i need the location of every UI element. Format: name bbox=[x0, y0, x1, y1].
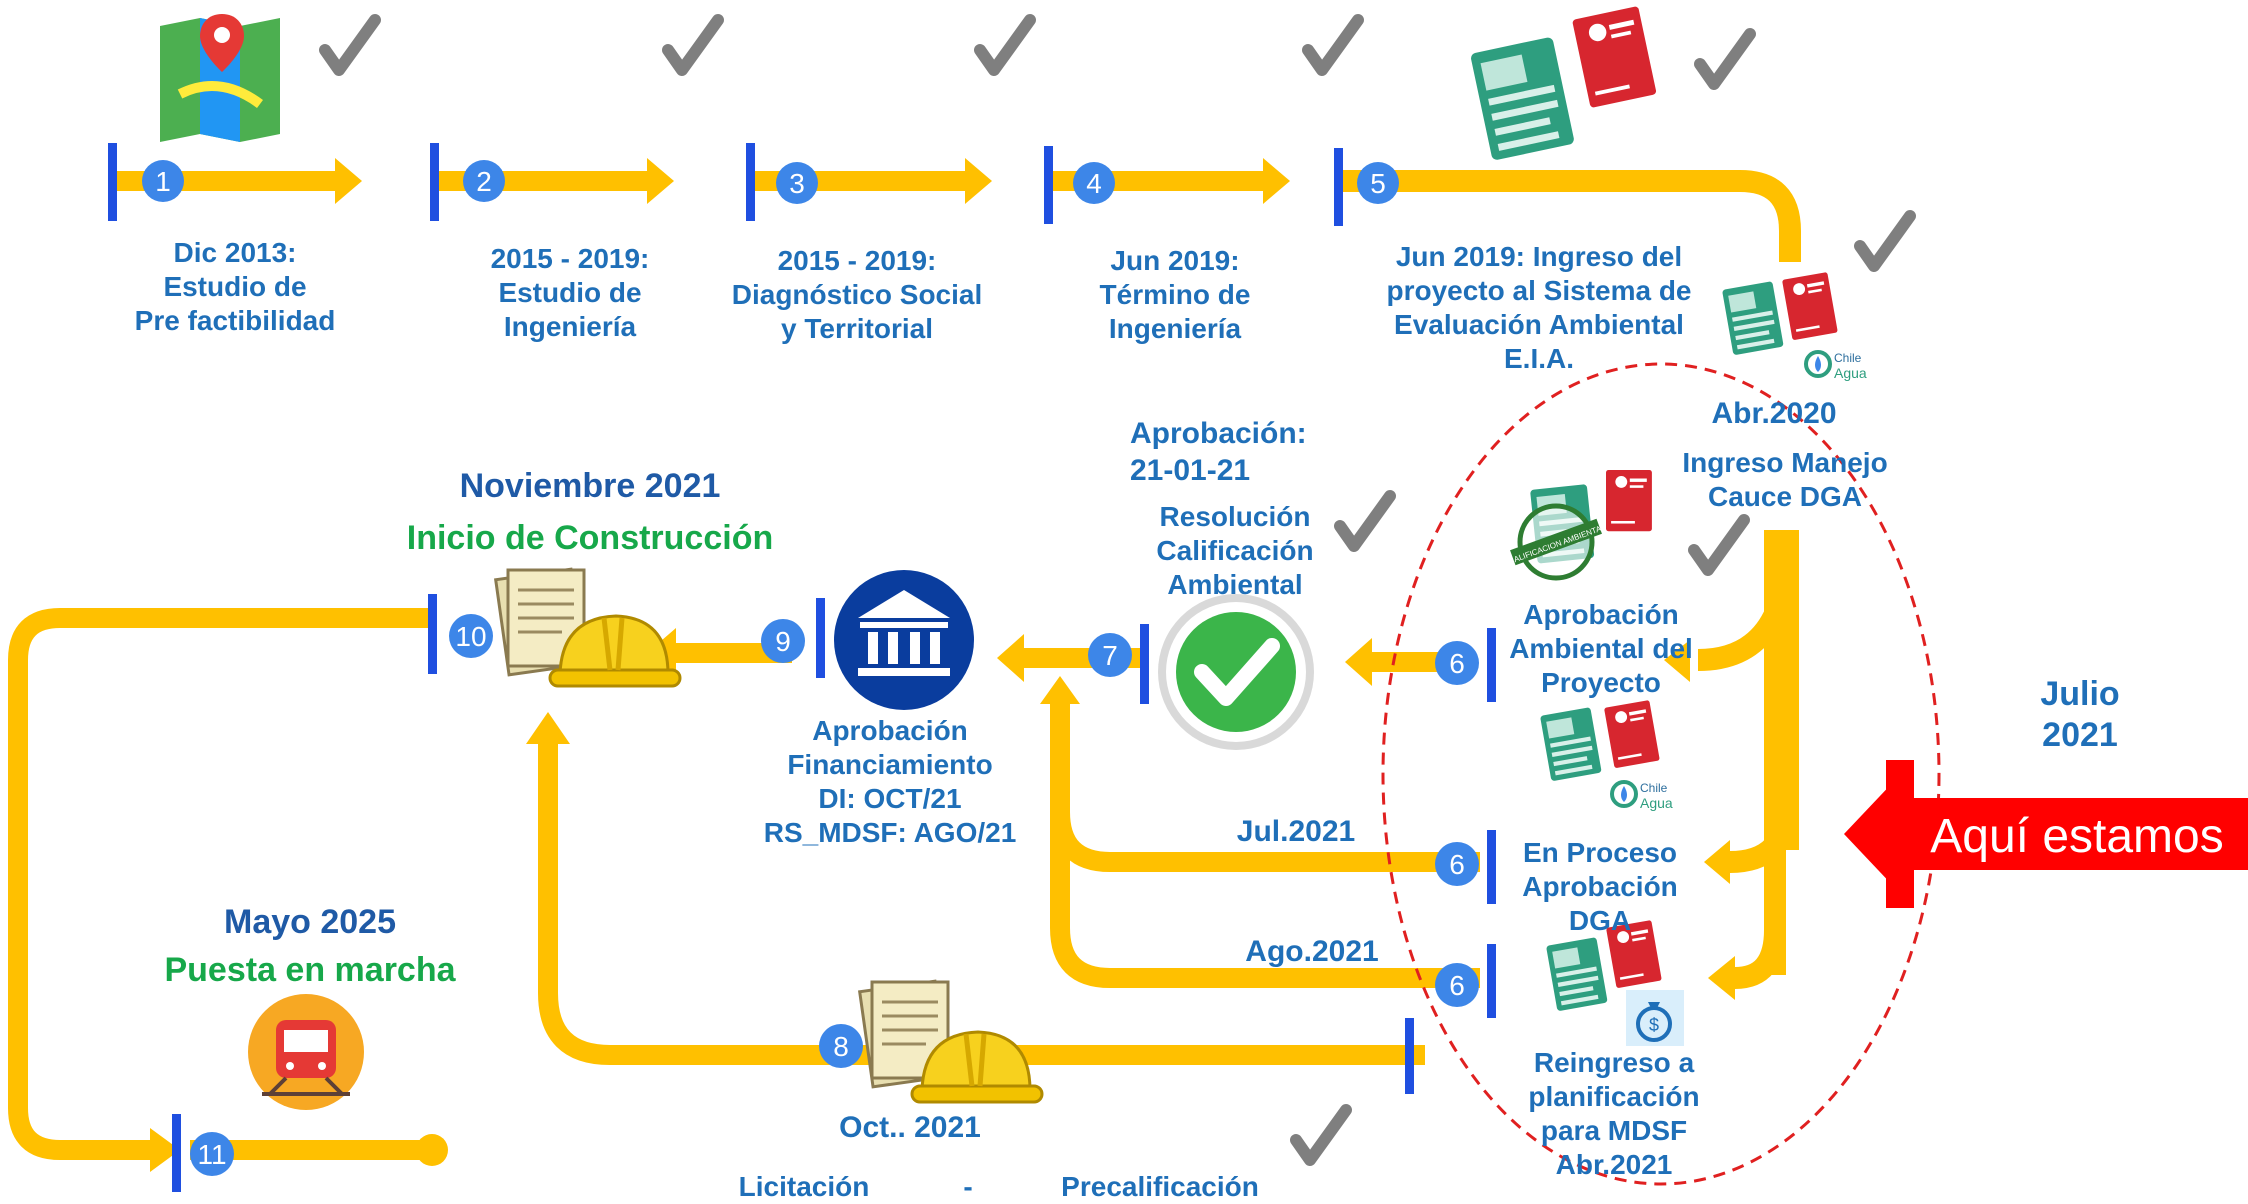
chile-agua-logo-text: Agua bbox=[1640, 795, 1673, 811]
environmental-approval-icon: CALIFICACION AMBIENTAL bbox=[1507, 470, 1652, 581]
jul-ago-loops bbox=[8, 608, 1480, 1160]
train-icon bbox=[248, 994, 364, 1110]
mdsf-documents-icon: $ bbox=[1546, 920, 1684, 1046]
right-branches bbox=[1664, 530, 1799, 1000]
loop-arrowheads bbox=[150, 676, 1080, 1172]
badge-4-text: 4 bbox=[1086, 168, 1102, 199]
badge-8-text: 8 bbox=[833, 1031, 849, 1062]
tender-icon bbox=[858, 979, 1042, 1102]
bank-icon bbox=[834, 570, 974, 710]
badge-1-text: 1 bbox=[155, 166, 171, 197]
badge-9 bbox=[761, 619, 805, 663]
badge-11-text: 11 bbox=[197, 1139, 226, 1170]
badge-4 bbox=[1073, 162, 1115, 204]
badge-10 bbox=[449, 614, 493, 658]
badge-7 bbox=[1088, 633, 1132, 677]
badge-10-text: 10 bbox=[455, 621, 486, 652]
badge-9-text: 9 bbox=[775, 626, 791, 657]
badge-6a bbox=[1435, 641, 1479, 685]
chile-agua-logo-text: Chile bbox=[1834, 351, 1862, 365]
badge-2 bbox=[463, 160, 505, 202]
badge-6b-text: 6 bbox=[1449, 849, 1465, 880]
money-bag-icon: $ bbox=[1626, 990, 1684, 1046]
step-10-title: Inicio de Construcción bbox=[406, 519, 774, 557]
dga-date: Abr.2020 bbox=[1711, 397, 1837, 430]
badge-6a-text: 6 bbox=[1449, 648, 1465, 679]
step-8-date: Oct.. 2021 bbox=[839, 1111, 981, 1144]
construction-icon bbox=[494, 567, 680, 686]
badge-7-text: 7 bbox=[1102, 640, 1118, 671]
badge-11 bbox=[190, 1132, 234, 1176]
step-badges bbox=[142, 160, 1479, 1176]
sea-documents-icon bbox=[1470, 5, 1657, 161]
step-8-caption-dash: - bbox=[963, 1171, 973, 1202]
step-8-caption-left: Licitación bbox=[738, 1171, 870, 1202]
chile-agua-logo: Chile Agua bbox=[1804, 350, 1867, 381]
step-8-caption-right: Precalificación bbox=[1061, 1171, 1259, 1202]
approval-stamp-icon: CALIFICACION AMBIENTAL bbox=[1507, 503, 1607, 581]
green-check-icon bbox=[1158, 594, 1314, 750]
badge-2-text: 2 bbox=[476, 166, 492, 197]
current-label: Aquí estamos bbox=[1930, 810, 2224, 863]
badge-6c-text: 6 bbox=[1449, 970, 1465, 1001]
step-10-date: Noviembre 2021 bbox=[459, 467, 721, 505]
step-11-title: Puesta en marcha bbox=[164, 951, 456, 989]
step-7-date: Aprobación:21-01-21 bbox=[1130, 417, 1307, 487]
badge-3 bbox=[776, 162, 818, 204]
jul-2021-label: Jul.2021 bbox=[1236, 815, 1356, 848]
chile-agua-logo: Chile Agua bbox=[1610, 780, 1673, 811]
badge-5 bbox=[1357, 162, 1399, 204]
chile-agua-logo-text: Chile bbox=[1640, 781, 1668, 795]
badge-3-text: 3 bbox=[789, 168, 805, 199]
badge-8 bbox=[819, 1024, 863, 1068]
dga-documents-icon: Chile Agua bbox=[1722, 272, 1867, 381]
badge-6b bbox=[1435, 842, 1479, 886]
dga-process-icon: Chile Agua bbox=[1540, 700, 1673, 811]
current-position-arrow bbox=[1844, 760, 2248, 908]
highlight-ellipse bbox=[1381, 362, 1941, 1186]
badge-6c bbox=[1435, 963, 1479, 1007]
step-11-date: Mayo 2025 bbox=[224, 903, 396, 941]
chile-agua-logo-text: Agua bbox=[1834, 365, 1867, 381]
ago-2021-label: Ago.2021 bbox=[1245, 935, 1379, 968]
badge-1 bbox=[142, 160, 184, 202]
step-bars bbox=[108, 143, 1496, 1192]
badge-5-text: 5 bbox=[1370, 168, 1386, 199]
map-icon bbox=[160, 14, 280, 142]
svg-text:$: $ bbox=[1649, 1015, 1659, 1035]
